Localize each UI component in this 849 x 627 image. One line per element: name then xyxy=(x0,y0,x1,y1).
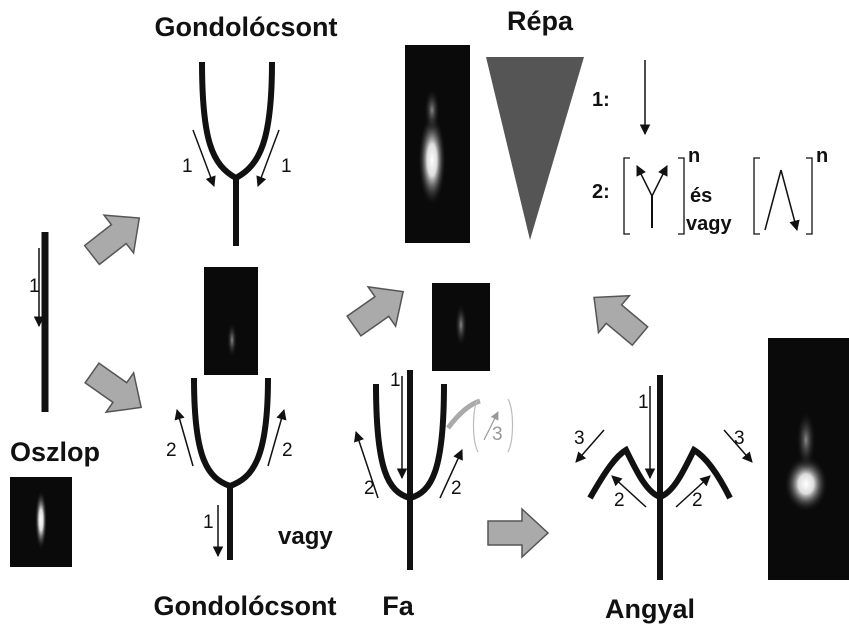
wishbone-top-diagram: 1 1 xyxy=(182,62,292,246)
label-3: 3 xyxy=(574,428,585,449)
label-1: 1 xyxy=(29,276,40,297)
label-step2: 2: xyxy=(592,181,610,203)
micrograph-tree xyxy=(432,283,490,371)
block-arrow-icon xyxy=(488,509,548,557)
block-arrow-icon xyxy=(579,279,656,354)
block-arrow-icon xyxy=(78,353,155,427)
angel-diagram: 1 2 2 3 3 xyxy=(574,375,752,580)
growth-arrow-icon xyxy=(177,410,193,466)
label-1: 1 xyxy=(182,156,193,177)
label-2: 2 xyxy=(692,490,703,511)
title-gondolocsont-top: Gondolócsont xyxy=(155,12,338,42)
carrot-triangle xyxy=(486,57,584,240)
block-arrow-icon xyxy=(340,272,417,346)
label-step1: 1: xyxy=(592,89,610,111)
title-repa: Répa xyxy=(507,6,574,36)
oszlop-diagram: 1 xyxy=(29,232,45,412)
label-2: 2 xyxy=(364,478,375,499)
title-gondolocsont-bottom: Gondolócsont xyxy=(154,591,337,621)
label-3: 3 xyxy=(734,428,745,449)
label-1: 1 xyxy=(390,370,401,391)
title-fa: Fa xyxy=(382,591,414,621)
word-vagy-small: vagy xyxy=(686,213,732,235)
label-2: 2 xyxy=(451,478,462,499)
word-vagy: vagy xyxy=(278,523,333,550)
block-arrow-icon xyxy=(77,199,154,274)
micrograph-repa xyxy=(405,45,470,243)
label-n: n xyxy=(688,145,700,167)
word-es: és xyxy=(690,185,712,207)
label-1: 1 xyxy=(638,392,649,413)
label-n: n xyxy=(816,145,828,167)
label-2: 2 xyxy=(614,490,625,511)
wishbone-bottom-diagram: 2 2 1 vagy xyxy=(166,378,333,560)
label-3: 3 xyxy=(492,424,503,445)
micrograph-angyal xyxy=(768,338,849,580)
repa-legend: 1: 2: n és vagy n xyxy=(592,60,828,235)
label-1: 1 xyxy=(281,156,292,177)
label-1: 1 xyxy=(203,512,214,533)
title-oszlop: Oszlop xyxy=(10,437,100,467)
label-2: 2 xyxy=(166,440,177,461)
micrograph-oszlop xyxy=(10,477,72,567)
micrograph-small xyxy=(204,267,258,375)
title-angyal: Angyal xyxy=(605,594,695,624)
growth-arrow-icon xyxy=(258,130,279,186)
label-2: 2 xyxy=(282,440,293,461)
